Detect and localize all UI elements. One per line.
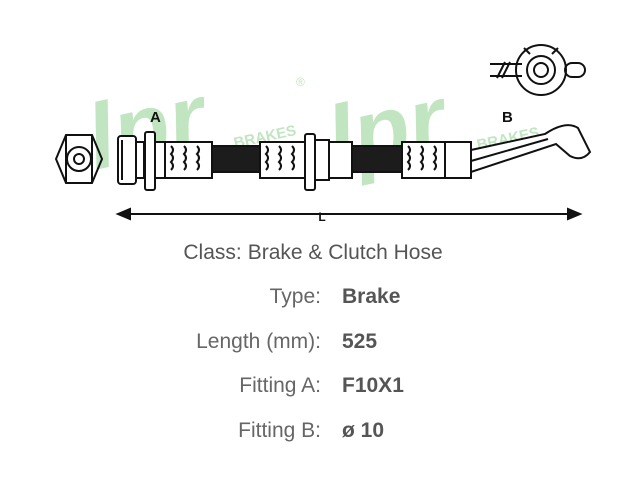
spec-value: 525 <box>342 330 378 353</box>
spec-value: Brake <box>342 285 401 308</box>
spec-value: F10X1 <box>342 374 404 397</box>
class-value: Brake & Clutch Hose <box>247 241 443 264</box>
hose-assembly <box>117 124 592 191</box>
spec-row-type: Type: Brake <box>0 285 626 315</box>
label-length: L <box>318 210 325 224</box>
fitting-b-end-view <box>490 44 586 96</box>
label-b: B <box>502 109 513 126</box>
hose-section <box>211 145 261 173</box>
spec-row-fitting-b: Fitting B: ø 10 <box>0 419 626 449</box>
hose-section <box>351 145 403 173</box>
length-dimension <box>115 207 583 221</box>
hose-diagram: lpr BRAKES ® lpr BRAKES <box>0 0 626 235</box>
spec-row-fitting-a: Fitting A: F10X1 <box>0 374 626 404</box>
registered-mark: ® <box>296 75 305 89</box>
spec-row-length: Length (mm): 525 <box>0 330 626 360</box>
spec-key: Fitting B: <box>238 419 321 442</box>
spec-key: Fitting A: <box>239 374 321 397</box>
spec-key: Length (mm): <box>196 330 321 353</box>
spec-key: Type: <box>269 285 321 308</box>
spec-value: ø 10 <box>342 419 385 442</box>
fitting-a-end-view <box>54 134 104 184</box>
class-label: Class: <box>183 241 242 264</box>
label-a: A <box>150 109 161 126</box>
class-line: Class:Brake & Clutch Hose <box>0 241 626 265</box>
